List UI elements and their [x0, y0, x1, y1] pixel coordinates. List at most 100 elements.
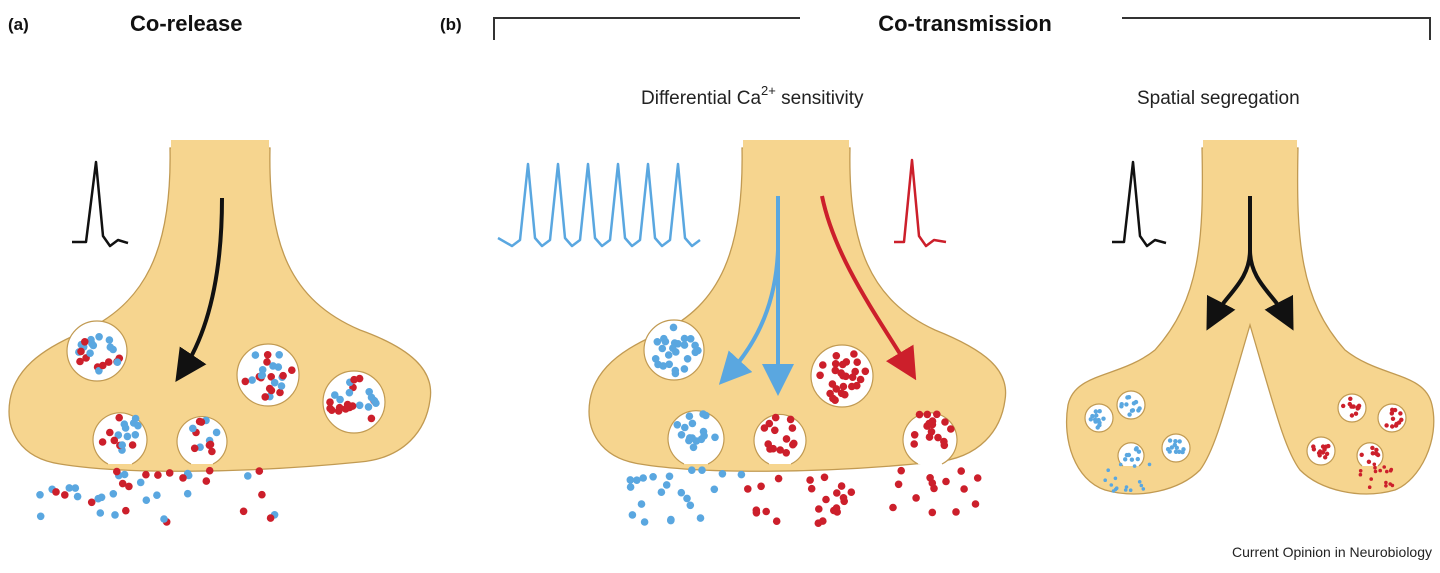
terminal-co-release — [8, 140, 432, 472]
transmitter-dot-icon — [667, 516, 675, 525]
transmitter-dot-icon — [1136, 449, 1142, 454]
transmitter-dot-icon — [1113, 487, 1118, 492]
transmitter-dot-icon — [202, 477, 211, 485]
transmitter-dot-icon — [688, 434, 696, 442]
transmitter-dot-icon — [934, 433, 942, 442]
transmitter-dot-icon — [848, 382, 856, 391]
transmitter-dot-icon — [762, 507, 770, 516]
transmitter-dot-icon — [1177, 449, 1182, 454]
transmitter-dot-icon — [153, 491, 161, 500]
transmitter-dot-icon — [97, 493, 106, 502]
transmitter-dot-icon — [1373, 469, 1378, 474]
panel-b-title: Co-transmission — [878, 11, 1052, 36]
transmitter-dot-icon — [1167, 438, 1173, 443]
transmitter-dot-icon — [1130, 408, 1136, 413]
transmitter-dot-icon — [1324, 451, 1330, 456]
transmitter-dot-icon — [819, 517, 827, 525]
transmitter-dot-icon — [928, 479, 937, 487]
action-potential-trace-icon — [72, 160, 129, 248]
transmitter-dot-icon — [1378, 468, 1382, 473]
journal-credit: Current Opinion in Neurobiology — [1232, 544, 1432, 560]
transmitter-dot-icon — [633, 476, 641, 485]
transmitter-dot-icon — [328, 406, 336, 415]
transmitter-dot-icon — [341, 405, 350, 413]
transmitter-dot-icon — [681, 423, 689, 432]
transmitter-dot-icon — [973, 474, 982, 482]
transmitter-dot-icon — [686, 501, 695, 510]
transmitter-dot-icon — [241, 377, 250, 386]
transmitter-dot-icon — [367, 393, 376, 402]
transmitter-dot-icon — [1165, 447, 1171, 452]
transmitter-dot-icon — [1109, 483, 1114, 487]
transmitter-dot-icon — [1147, 462, 1152, 467]
transmitter-dot-icon — [261, 393, 270, 401]
single-action-potential-trace-icon — [894, 158, 947, 248]
transmitter-dot-icon — [752, 509, 761, 517]
transmitter-dot-icon — [1358, 469, 1363, 473]
transmitter-dot-icon — [1129, 457, 1135, 462]
transmitter-dot-icon — [106, 428, 114, 437]
transmitter-dot-icon — [1349, 413, 1355, 418]
transmitter-dot-icon — [830, 506, 838, 515]
transmitter-dot-icon — [52, 488, 60, 496]
transmitter-dot-icon — [1322, 447, 1327, 452]
transmitter-dot-icon — [923, 410, 932, 419]
transmitter-dot-icon — [1097, 420, 1102, 425]
transmitter-dot-icon — [113, 467, 121, 476]
transmitter-dot-icon — [248, 376, 256, 384]
transmitter-dot-icon — [1139, 483, 1144, 488]
transmitter-dot-icon — [662, 481, 671, 489]
transmitter-dot-icon — [637, 500, 646, 508]
transmitter-dot-icon — [1172, 442, 1178, 448]
transmitter-dot-icon — [782, 449, 790, 457]
transmitter-dot-icon — [99, 361, 107, 370]
transmitter-dot-icon — [653, 338, 662, 346]
transmitter-dot-icon — [897, 466, 905, 475]
transmitter-dot-icon — [189, 424, 197, 433]
transmitter-dot-icon — [940, 441, 949, 450]
transmitter-dot-icon — [331, 391, 339, 399]
transmitter-dot-icon — [664, 351, 673, 359]
transmitter-dot-icon — [838, 360, 847, 369]
transmitter-dot-icon — [255, 467, 264, 475]
transmitter-dot-icon — [688, 466, 696, 475]
transmitter-dot-icon — [1135, 456, 1141, 462]
transmitter-dot-icon — [251, 351, 260, 359]
transmitter-dot-icon — [263, 358, 271, 366]
transmitter-dot-icon — [1367, 485, 1372, 490]
transmitter-dot-icon — [276, 388, 284, 397]
transmitter-dot-icon — [772, 517, 781, 525]
transmitter-dot-icon — [1398, 411, 1403, 416]
transmitter-dot-icon — [183, 489, 192, 498]
transmitter-dot-icon — [1372, 462, 1377, 467]
transmitter-dot-icon — [832, 352, 841, 360]
transmitter-dot-icon — [766, 445, 774, 453]
transmitter-dot-icon — [933, 410, 941, 419]
transmitter-dot-icon — [277, 382, 286, 390]
transmitter-dot-icon — [266, 514, 275, 522]
transmitter-dot-icon — [925, 433, 934, 441]
transmitter-dot-icon — [912, 494, 920, 502]
transmitter-dot-icon — [952, 508, 960, 516]
transmitter-dot-icon — [1097, 409, 1102, 414]
transmitter-dot-icon — [698, 466, 706, 475]
transmitter-dot-icon — [673, 421, 682, 429]
transmitter-dot-icon — [688, 419, 697, 428]
transmitter-dot-icon — [760, 424, 769, 432]
transmitter-dot-icon — [677, 488, 686, 497]
transmitter-dot-icon — [1128, 488, 1133, 493]
transmitter-dot-icon — [106, 343, 115, 352]
transmitter-dot-icon — [711, 433, 719, 442]
transmitter-dot-icon — [960, 485, 968, 493]
transmitter-dot-icon — [640, 518, 649, 526]
transmitter-dot-icon — [1369, 477, 1373, 481]
transmitter-dot-icon — [142, 470, 150, 479]
transmitter-dot-icon — [190, 444, 199, 453]
transmitter-dot-icon — [1169, 445, 1175, 450]
transmitter-dot-icon — [239, 507, 248, 516]
transmitter-dot-icon — [1119, 402, 1124, 407]
transmitter-dot-icon — [125, 482, 133, 491]
transmitter-dot-icon — [345, 388, 354, 397]
transmitter-dot-icon — [128, 441, 137, 449]
transmitter-dot-icon — [1392, 407, 1398, 413]
